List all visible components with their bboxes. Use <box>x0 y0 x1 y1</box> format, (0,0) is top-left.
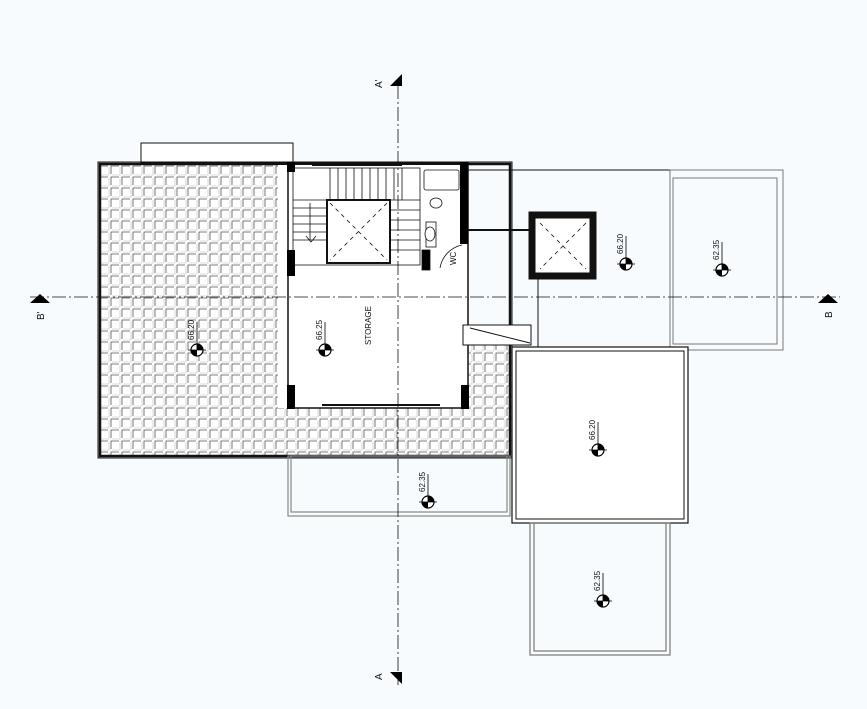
svg-text:66.25: 66.25 <box>315 319 324 340</box>
level-marker-terrace: 66.20 <box>187 319 207 357</box>
staircase <box>292 167 421 266</box>
level-marker-bottom-rect: 62.35 <box>593 570 613 608</box>
section-marker-b-right-icon <box>818 294 838 303</box>
level-marker-right-wing: 62.35 <box>712 239 732 277</box>
svg-text:66.20: 66.20 <box>588 419 597 440</box>
svg-text:62.35: 62.35 <box>712 239 721 260</box>
room-label-storage: STORAGE <box>364 306 373 345</box>
big-square <box>511 346 689 524</box>
svg-text:62.35: 62.35 <box>593 570 602 591</box>
level-marker-bottom-strip: 62.35 <box>418 471 438 509</box>
svg-text:62.35: 62.35 <box>418 471 427 492</box>
wc-room <box>421 169 530 271</box>
section-marker-b-left-icon <box>30 294 50 303</box>
svg-text:66.20: 66.20 <box>616 233 625 254</box>
level-marker-storage: 66.25 <box>315 319 335 357</box>
svg-text:66.20: 66.20 <box>187 319 196 340</box>
bottom-strip <box>287 455 511 517</box>
section-marker-a-bottom-icon <box>390 672 402 684</box>
level-marker-big-square: 66.20 <box>588 419 608 457</box>
right-wing <box>669 169 784 351</box>
lift-area <box>467 169 671 348</box>
section-marker-a-top-icon <box>390 74 402 86</box>
section-label-a-top: A' <box>374 79 385 88</box>
section-label-a-bottom: A <box>374 673 385 680</box>
section-label-b-left: B' <box>36 311 47 320</box>
section-label-b-right: B <box>824 311 835 318</box>
room-label-wc: WC <box>449 251 458 265</box>
bottom-rect <box>529 522 671 656</box>
section-lines <box>30 85 840 685</box>
level-marker-lift-area: 66.20 <box>616 233 636 271</box>
